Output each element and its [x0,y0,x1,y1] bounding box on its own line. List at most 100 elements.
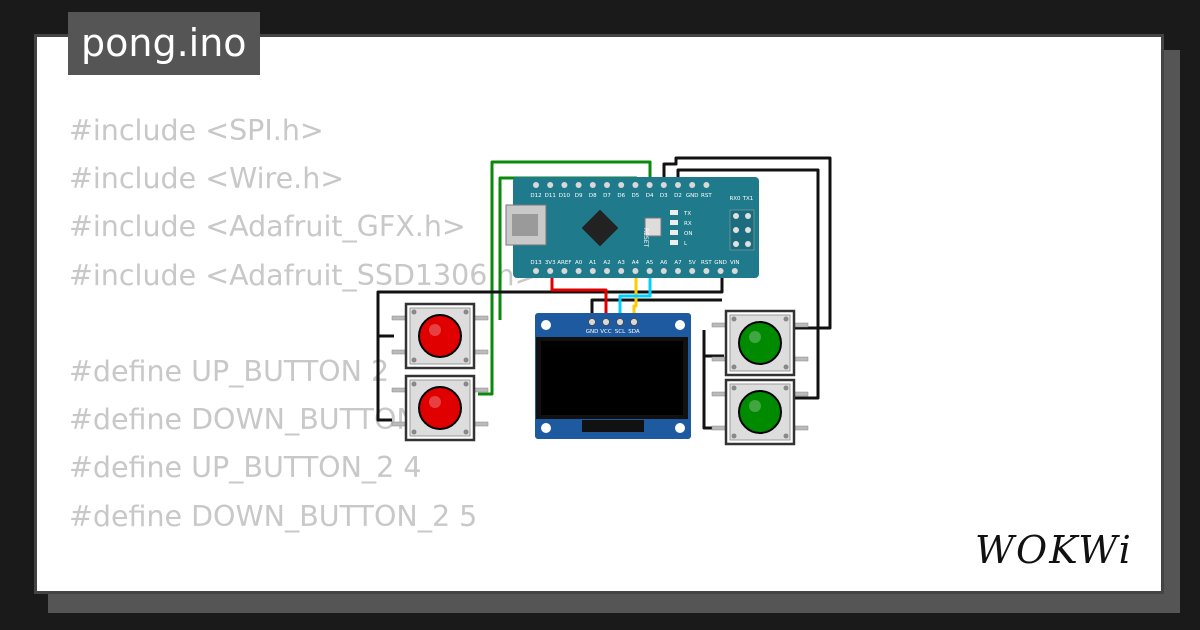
pin-label: D2 [674,193,682,199]
oled-pin-label: GND [586,329,599,335]
pin-a1[interactable] [589,268,596,274]
pin-label: D12 [530,193,541,199]
pin-d5[interactable] [632,182,639,188]
code-line: #define DOWN_BUTTON_2 5 [69,499,478,533]
green-button-down[interactable] [711,378,809,446]
oled-pin-gnd[interactable] [588,318,596,326]
oled-pin-scl[interactable] [616,318,624,326]
oled-pin-label: SDA [628,329,640,335]
wire-black [662,156,832,330]
pushbutton-icon[interactable] [418,386,462,430]
chip-icon [581,209,619,247]
pin-rst[interactable] [703,182,710,188]
green-button-up[interactable] [711,309,809,377]
pin-label: D5 [632,193,640,199]
wire-cyan [618,268,652,318]
led-label: TX [683,211,691,217]
pin-label: TX1 [742,196,754,202]
project-title[interactable]: pong.ino [68,12,260,75]
pushbutton-icon[interactable] [738,390,782,434]
code-line: #include <SPI.h> [69,114,324,147]
wire-red [550,268,608,318]
pin-label: RX0 [729,196,741,202]
pin-label: A3 [618,260,626,266]
wires [376,156,832,430]
oled-pin-sda[interactable] [630,318,638,326]
oled-pin-label: SCL [615,329,626,335]
led-label: ON [684,231,692,237]
pin-label: 3V3 [545,260,556,266]
pin-d11[interactable] [547,182,554,188]
pin-label: 5V [689,260,696,266]
pin-3v3[interactable] [547,268,554,274]
pin-vin[interactable] [731,268,738,274]
pin-a7[interactable] [675,268,681,274]
pin-d8[interactable] [589,182,596,188]
pin-label: VIN [730,260,740,266]
pin-label: D13 [530,260,542,266]
pin-label: D11 [545,193,556,199]
pin-d6[interactable] [618,182,625,188]
pin-label: RST [701,193,712,199]
wokwi-logo: WOKWi [975,528,1133,572]
pin-label: A4 [632,260,640,266]
nano-board [513,177,759,278]
pin-d10[interactable] [561,182,568,188]
pin-a0[interactable] [575,268,582,274]
reset-switch-icon [644,217,662,237]
pin-d3[interactable] [660,182,667,188]
code-line: #include <Adafruit_SSD1306.h> [69,258,539,292]
led-icon [670,220,678,225]
oled-pin-vcc[interactable] [602,318,610,326]
pin-label: A0 [575,260,583,266]
pushbuttons[interactable] [391,302,809,446]
pin-label: D7 [603,193,611,199]
pin-a3[interactable] [618,268,625,274]
pushbutton-icon[interactable] [738,321,782,365]
pin-label: D8 [589,193,597,199]
pin-aref[interactable] [561,268,568,274]
red-button-down[interactable] [391,374,489,442]
code-line: #include <Adafruit_GFX.h> [69,210,466,244]
pin-d2[interactable] [675,182,681,188]
pin-label: A5 [646,260,654,266]
pin-label: D10 [559,193,571,199]
pin-label: A1 [589,260,596,266]
code-preview: #include <SPI.h>#include <Wire.h>#includ… [69,107,652,591]
pushbutton-icon[interactable] [418,314,462,358]
pin-a6[interactable] [660,268,667,274]
pin-d12[interactable] [533,182,539,188]
pin-rst[interactable] [703,268,710,274]
pin-label: D3 [660,193,668,199]
pin-a2[interactable] [604,268,610,274]
pin-d9[interactable] [575,182,582,188]
pin-label: AREF [557,260,571,266]
pin-label: A6 [660,260,668,266]
wire-yellow [632,268,638,318]
pin-gnd[interactable] [717,268,724,274]
pin-5v[interactable] [689,268,696,274]
wire-black [376,268,724,422]
pin-label: D9 [575,193,583,199]
pin-gnd[interactable] [689,182,696,188]
wire-black [676,168,820,400]
wire-black [702,330,724,430]
pin-d4[interactable] [646,182,653,188]
pin-label: A7 [674,260,682,266]
red-button-up[interactable] [391,302,489,370]
pin-d13[interactable] [533,268,539,274]
pin-a5[interactable] [646,268,653,274]
wire-black [590,298,722,318]
pin-label: D6 [617,193,625,199]
pin-d7[interactable] [604,182,610,188]
pin-label: A2 [603,260,610,266]
wire-green [478,160,652,396]
pin-label: D4 [646,193,654,199]
led-label: RX [684,221,692,227]
pin-a4[interactable] [632,268,639,274]
